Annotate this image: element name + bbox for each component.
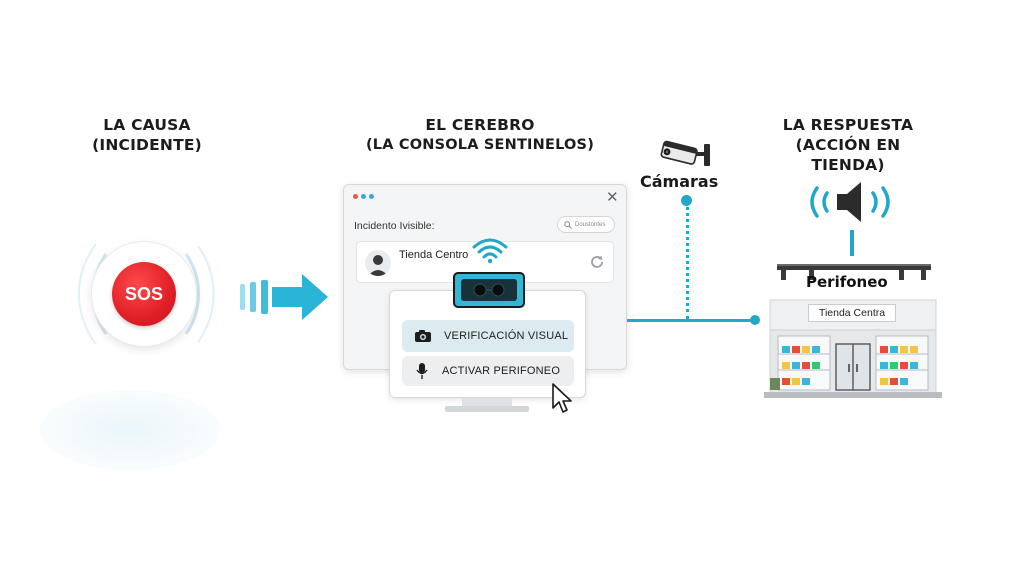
- track-light-bar: [777, 264, 931, 280]
- brain-heading-line2: (LA CONSOLA SENTINELOS): [365, 137, 595, 153]
- wifi-icon: [472, 238, 508, 264]
- paging-label: Perifoneo: [806, 273, 888, 291]
- store-sign: Tienda Centra: [808, 304, 896, 322]
- device-screen: [461, 279, 517, 301]
- speaker-pole: [850, 230, 854, 256]
- cameras-label: Cámaras: [640, 172, 719, 191]
- cursor-icon: [552, 383, 572, 413]
- sos-button[interactable]: SOS: [112, 262, 176, 326]
- response-heading-line1: LA RESPUESTA: [782, 116, 914, 134]
- cause-heading-line1: LA CAUSA: [103, 116, 191, 134]
- store-icon: [764, 299, 942, 398]
- refresh-icon[interactable]: [589, 254, 605, 270]
- person-icon: [368, 255, 388, 276]
- brain-heading: EL CEREBRO (LA CONSOLA SENTINELOS): [360, 115, 600, 155]
- window-dot-blue: [361, 194, 366, 199]
- search-input[interactable]: Doustontes: [557, 216, 615, 233]
- window-dot-blue-2: [369, 194, 374, 199]
- visual-verification-label: VERIFICACIÓN VISUAL: [444, 330, 569, 342]
- reflection-glow: [40, 390, 220, 470]
- sentinel-device: [453, 272, 525, 308]
- close-icon[interactable]: ✕: [606, 189, 619, 206]
- camera-connection-dot: [681, 195, 692, 206]
- brain-heading-line1: EL CEREBRO: [425, 116, 535, 134]
- visual-verification-button[interactable]: VERIFICACIÓN VISUAL: [402, 320, 574, 352]
- security-camera-icon: [660, 140, 710, 166]
- monitor-stand-neck: [462, 398, 512, 406]
- search-icon: [564, 220, 572, 229]
- response-heading-line2: (ACCIÓN EN TIENDA): [795, 136, 901, 174]
- cause-heading-line2: (INCIDENTE): [92, 136, 202, 154]
- window-dot-red: [353, 194, 358, 199]
- search-placeholder: Doustontes: [575, 221, 606, 228]
- speaker-icon: [810, 182, 890, 222]
- connection-line: [627, 319, 755, 322]
- response-heading: LA RESPUESTA (ACCIÓN EN TIENDA): [760, 115, 936, 175]
- activate-paging-label: ACTIVAR PERIFONEO: [442, 365, 561, 377]
- camera-icon: [415, 330, 431, 342]
- camera-connection-line: [686, 200, 689, 320]
- incident-label: Incidento Ivisible:: [354, 220, 435, 232]
- device-eyes-icon: [473, 283, 505, 297]
- connection-end-dot: [750, 315, 760, 325]
- microphone-icon: [416, 363, 428, 379]
- cause-heading: LA CAUSA (INCIDENTE): [82, 115, 212, 155]
- incident-store-name: Tienda Centro: [399, 249, 469, 261]
- avatar: [365, 250, 391, 276]
- activate-paging-button[interactable]: ACTIVAR PERIFONEO: [402, 356, 574, 386]
- monitor-stand-base: [445, 406, 529, 412]
- flow-arrow-icon: [240, 274, 328, 320]
